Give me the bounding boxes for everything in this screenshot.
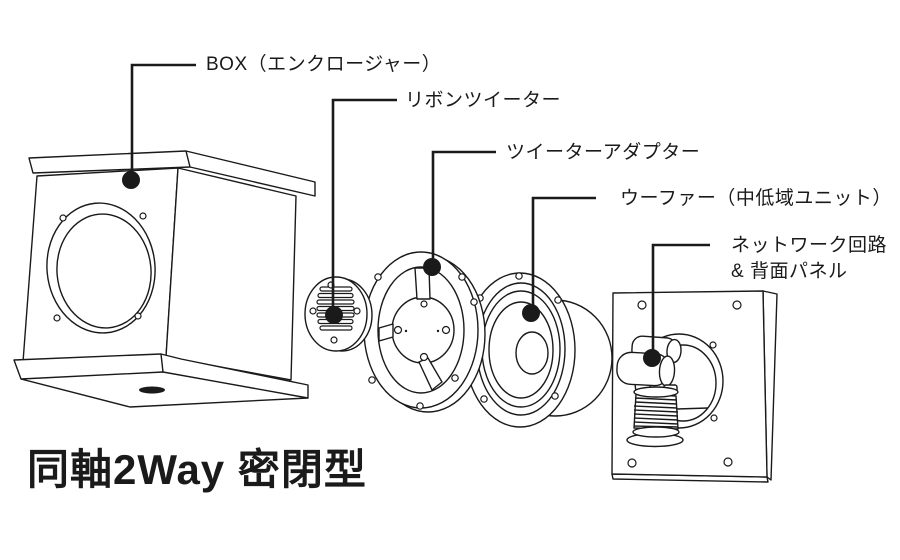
leader-dot-network (643, 349, 661, 367)
label-network-line1: ネットワーク回路 (731, 235, 888, 256)
label-network: ネットワーク回路 & 背面パネル (731, 233, 887, 285)
woofer-drawing (464, 272, 613, 428)
bottom-port-slot (139, 386, 165, 394)
label-network-line2: & 背面パネル (731, 261, 848, 282)
leader-dot-box (122, 171, 140, 189)
back-panel-drawing (611, 290, 778, 483)
leader-dot-woofer (522, 304, 540, 322)
leader-line-tweeter-adapter (431, 150, 496, 267)
enclosure-drawing (13, 150, 316, 408)
leader-dot-ribbon-tweeter (325, 306, 343, 324)
leader-line-box (130, 63, 196, 180)
leader-line-ribbon-tweeter (331, 98, 397, 315)
label-woofer: ウーファー（中低域ユニット） (620, 188, 892, 209)
tweeter-adapter-drawing (363, 251, 486, 413)
label-tweeter-adapter: ツイーターアダプター (506, 142, 701, 163)
diagram-title: 同軸2Way 密閉型 (27, 446, 367, 493)
leader-line-woofer (531, 196, 596, 313)
leader-lines (122, 63, 710, 367)
label-box: BOX（エンクロージャー） (206, 54, 442, 75)
label-ribbon-tweeter: リボンツイーター (405, 90, 562, 111)
leader-dot-tweeter-adapter (423, 258, 441, 276)
leader-line-network (651, 243, 710, 358)
